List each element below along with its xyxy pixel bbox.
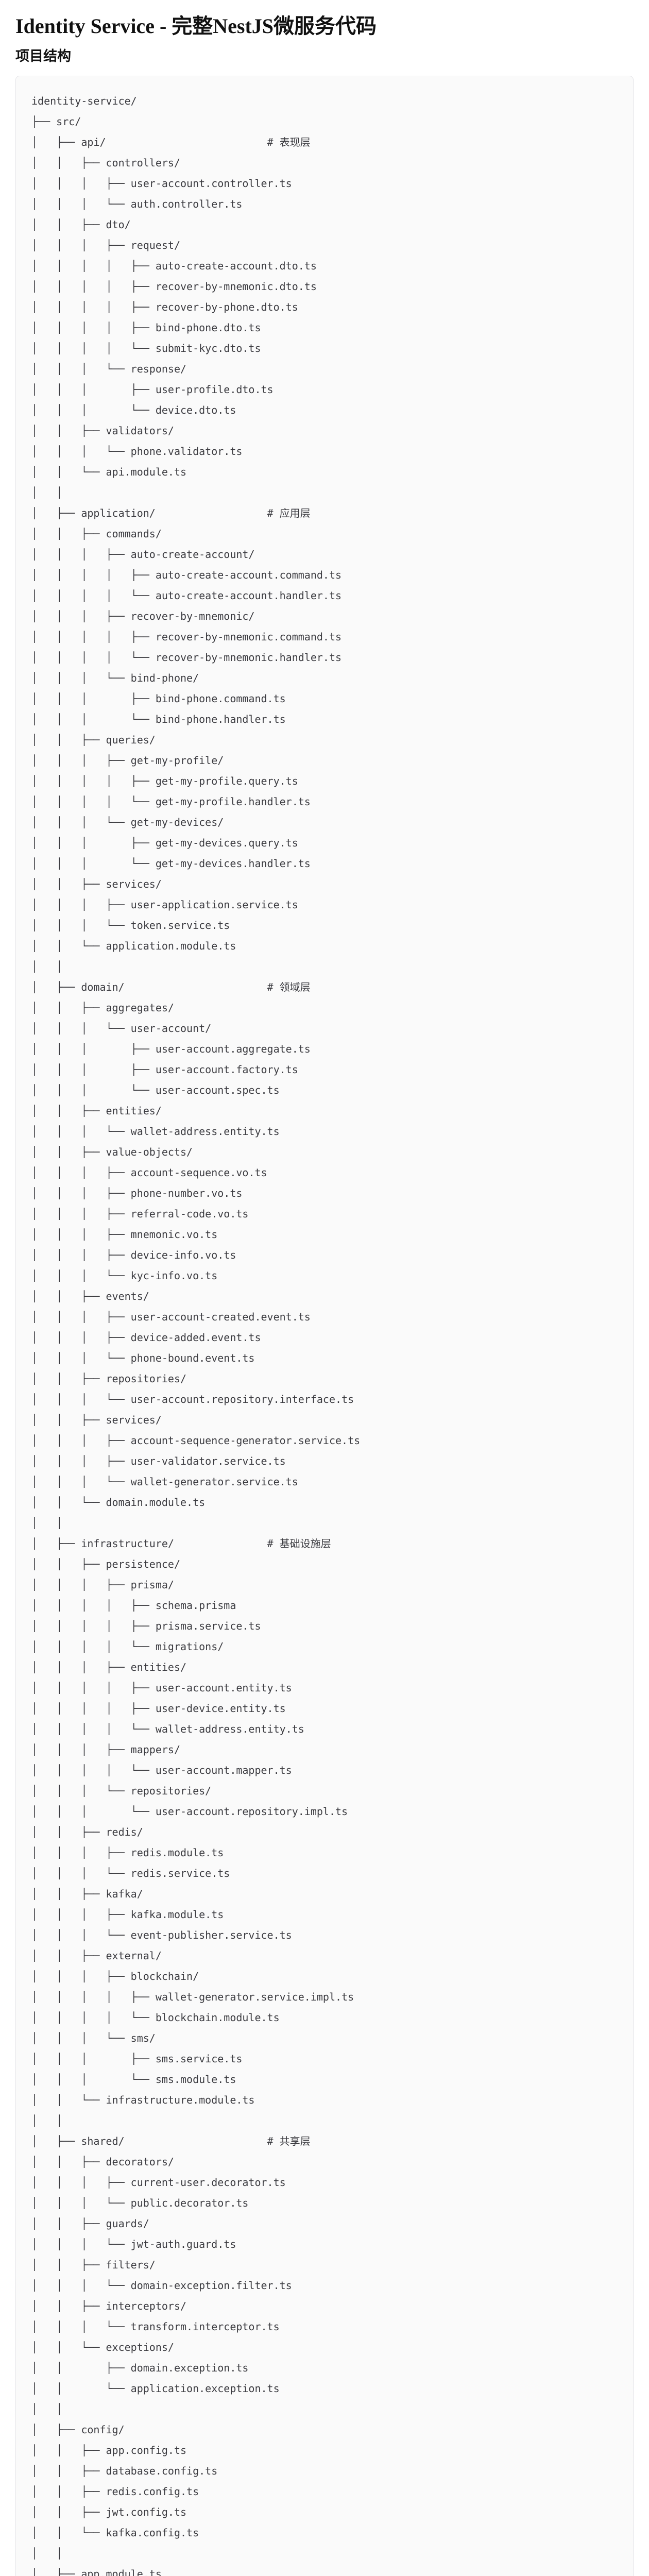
page-title: Identity Service - 完整NestJS微服务代码 [15,14,377,38]
section-heading-project-structure: 项目结构 [15,48,71,64]
project-file-tree-code-block: identity-service/ ├── src/ │ ├── api/ # … [15,76,634,2576]
